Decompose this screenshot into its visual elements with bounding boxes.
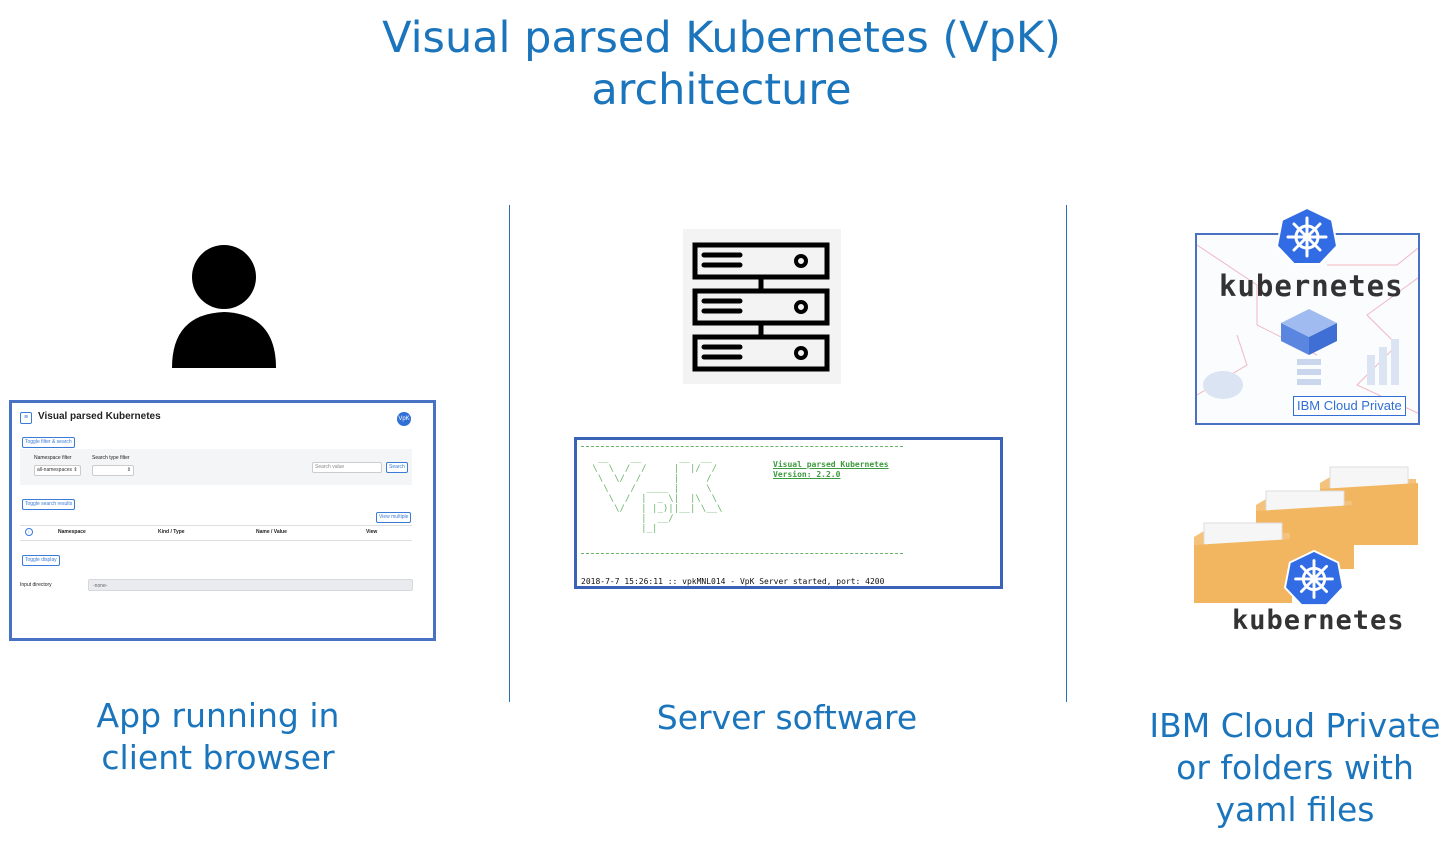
diagram-title: Visual parsed Kubernetes (VpK) architect…	[0, 12, 1443, 116]
namespace-filter-label: Namespace filter	[34, 455, 72, 461]
search-type-select[interactable]: ⇕	[92, 465, 134, 476]
caption-server-line-1: Server software	[656, 698, 918, 737]
kubernetes-helm-icon-folders	[1284, 549, 1344, 607]
results-table-header: i Namespace Kind / Type Name / Value Vie…	[20, 525, 412, 541]
view-multiple-button[interactable]: View multiple	[376, 512, 412, 523]
app-screenshot: ≡ Visual parsed Kubernetes VpK Toggle fi…	[9, 400, 436, 641]
vpk-ascii-logo: __ __ __ __ \ \ / / | |/ / \ \/ / | / \ …	[592, 454, 723, 534]
terminal-rule-top	[581, 446, 903, 447]
input-directory-field[interactable]: -none-	[88, 579, 413, 591]
info-icon[interactable]: i	[25, 528, 33, 536]
app-header-title: Visual parsed Kubernetes	[38, 411, 161, 422]
terminal-title-line-2: Version: 2.2.0	[773, 470, 841, 479]
column-header-namespace: Namespace	[58, 529, 86, 535]
search-type-label: Search type filter	[92, 455, 130, 461]
terminal-title: Visual parsed Kubernetes Version: 2.2.0	[773, 460, 889, 480]
kubernetes-wordmark-folders: kubernetes	[1232, 605, 1405, 636]
kubernetes-helm-icon	[1276, 206, 1338, 265]
search-button[interactable]: Search	[386, 462, 408, 473]
caption-source-line-3: yaml files	[1215, 790, 1375, 829]
kubernetes-wordmark: kubernetes	[1219, 269, 1404, 303]
server-rack-icon	[692, 242, 830, 372]
column-divider-left	[509, 205, 510, 702]
terminal-title-line-1: Visual parsed Kubernetes	[773, 460, 889, 469]
caption-client-line-2: client browser	[101, 738, 335, 777]
search-input[interactable]: Search value	[312, 462, 382, 473]
toggle-display-button[interactable]: Toggle display	[22, 555, 60, 566]
terminal-rule-bottom	[581, 553, 903, 554]
input-directory-label: Input directory	[20, 582, 52, 588]
folder-icon	[1194, 466, 1418, 603]
vpk-logo-icon: VpK	[397, 412, 411, 426]
toggle-results-button[interactable]: Toggle search results	[22, 499, 76, 510]
caption-source: IBM Cloud Private or folders with yaml f…	[1148, 705, 1442, 831]
caption-source-line-1: IBM Cloud Private	[1149, 706, 1441, 745]
column-header-kind: Kind / Type	[158, 529, 185, 535]
circuit-lines-decoration	[1197, 244, 1418, 414]
title-line-1: Visual parsed Kubernetes (VpK)	[382, 13, 1061, 63]
filter-panel: Namespace filter all-namespaces ⇕ Search…	[20, 449, 412, 485]
caption-server: Server software	[600, 697, 974, 739]
terminal-log-line: 2018-7-7 15:26:11 :: vpkMNL014 - VpK Ser…	[581, 577, 885, 586]
title-line-2: architecture	[591, 65, 852, 115]
caption-client: App running in client browser	[60, 695, 376, 779]
column-header-name: Name / Value	[256, 529, 287, 535]
caption-client-line-1: App running in	[96, 696, 340, 735]
terminal-window: __ __ __ __ \ \ / / | |/ / \ \/ / | / \ …	[574, 437, 1003, 589]
menu-icon[interactable]: ≡	[20, 412, 32, 424]
column-header-view: View	[366, 529, 378, 535]
namespace-select[interactable]: all-namespaces ⇕	[34, 465, 81, 476]
column-divider-right	[1066, 205, 1067, 702]
caption-source-line-2: or folders with	[1176, 748, 1414, 787]
icp-badge: IBM Cloud Private	[1293, 396, 1406, 416]
toggle-filter-button[interactable]: Toggle filter & search	[22, 437, 75, 448]
person-icon	[172, 245, 276, 368]
